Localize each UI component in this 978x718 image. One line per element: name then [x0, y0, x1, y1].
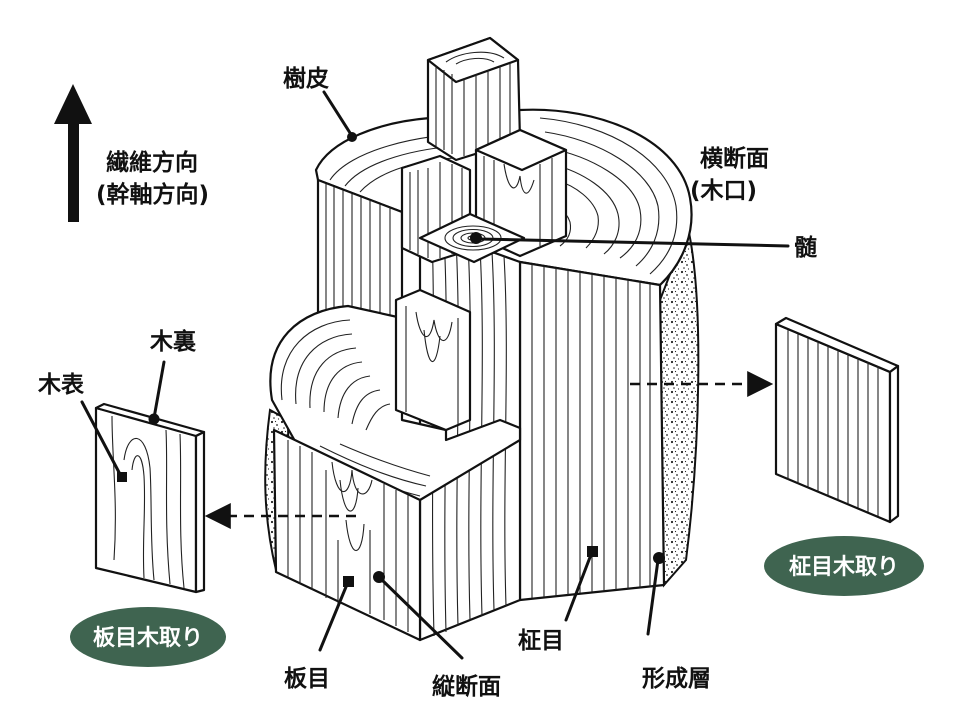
masame-plank-grain	[787, 330, 879, 516]
masame-plank	[774, 316, 900, 524]
label-omote: 木表	[37, 372, 85, 398]
badge-masame-cut-text: 柾目木取り	[789, 555, 899, 580]
label-ura: 木裏	[149, 328, 197, 355]
label-bark: 樹皮	[283, 66, 329, 92]
log-block	[264, 36, 700, 642]
center-post-grain	[435, 63, 511, 156]
badge-itame-cut: 板目木取り	[70, 607, 226, 667]
right-post-top	[474, 128, 568, 172]
label-pith: 髄	[794, 234, 817, 261]
label-fiber-axis: (幹軸方向)	[96, 181, 209, 208]
masame-grain	[531, 264, 651, 598]
leader-lines	[80, 90, 790, 660]
label-masame: 柾目	[518, 628, 564, 654]
badge-itame-cut-text: 板目木取り	[93, 626, 203, 651]
label-fiber-direction: 繊維方向	[106, 149, 198, 176]
lower-post	[394, 288, 472, 432]
badge-masame-cut: 柾目木取り	[764, 536, 924, 596]
label-longitudinal-section: 縦断面	[432, 673, 501, 700]
label-cross-section: 横断面	[700, 145, 769, 172]
label-end-grain: (木口)	[690, 178, 757, 204]
fiber-direction-arrow	[54, 84, 92, 222]
upper-left-grain	[325, 184, 391, 318]
left-post-grain	[409, 162, 463, 258]
label-itame: 板目	[284, 666, 330, 692]
masame-plank-edge	[888, 364, 900, 524]
itame-plank	[94, 402, 206, 594]
itame-grain	[287, 440, 409, 632]
label-cambium: 形成層	[642, 666, 711, 692]
bark-right-rim	[658, 224, 700, 588]
itame-plank-edge	[194, 430, 206, 594]
center-post-rings	[445, 51, 505, 65]
masame-plank-face	[774, 322, 892, 524]
center-post-top	[426, 36, 520, 84]
lower-post-grain	[405, 306, 459, 424]
